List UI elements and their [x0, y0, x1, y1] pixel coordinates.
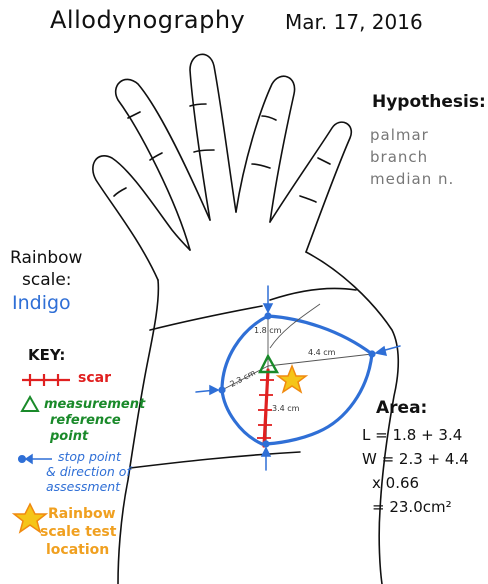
- key-measurement-label: reference: [50, 413, 121, 428]
- key-stop-label: assessment: [46, 479, 120, 494]
- key-stop-icon: [19, 455, 52, 463]
- key-stop-label: & direction of: [46, 464, 131, 479]
- area-heading: Area:: [376, 398, 427, 418]
- key-scar-icon: [22, 374, 70, 386]
- rainbow-scale-value: Indigo: [12, 292, 71, 314]
- area-width: W = 2.3 + 4.4: [362, 450, 469, 468]
- hypothesis-heading: Hypothesis:: [372, 92, 486, 112]
- hypothesis-line: branch: [370, 148, 428, 166]
- key-measurement-label: measurement: [44, 397, 145, 412]
- rainbow-scale-label: scale:: [22, 270, 72, 290]
- rainbow-scale-label: Rainbow: [10, 248, 82, 268]
- area-factor: x 0.66: [372, 474, 419, 492]
- key-rainbow-label: scale test: [40, 524, 116, 540]
- key-rainbow-label: Rainbow: [48, 506, 116, 522]
- measurement-down: 3.4 cm: [272, 404, 299, 413]
- rainbow-test-star-icon: [278, 366, 306, 392]
- key-rainbow-label: location: [46, 542, 109, 558]
- hypothesis-line: palmar: [370, 126, 429, 144]
- area-result: = 23.0cm²: [372, 498, 452, 516]
- measurement-right: 4.4 cm: [308, 348, 335, 357]
- hypothesis-line: median n.: [370, 170, 454, 188]
- measurement-up: 1.8 cm: [254, 326, 281, 335]
- key-scar-label: scar: [78, 370, 111, 386]
- key-stop-label: stop point: [58, 449, 121, 464]
- key-heading: KEY:: [28, 346, 65, 364]
- hand-outline: [93, 54, 398, 584]
- key-reference-icon: [22, 397, 38, 411]
- date: Mar. 17, 2016: [285, 10, 423, 34]
- scar-mark: [264, 370, 268, 446]
- page-title: Allodynography: [50, 6, 245, 34]
- key-measurement-label: point: [50, 429, 88, 444]
- area-length: L = 1.8 + 3.4: [362, 426, 462, 444]
